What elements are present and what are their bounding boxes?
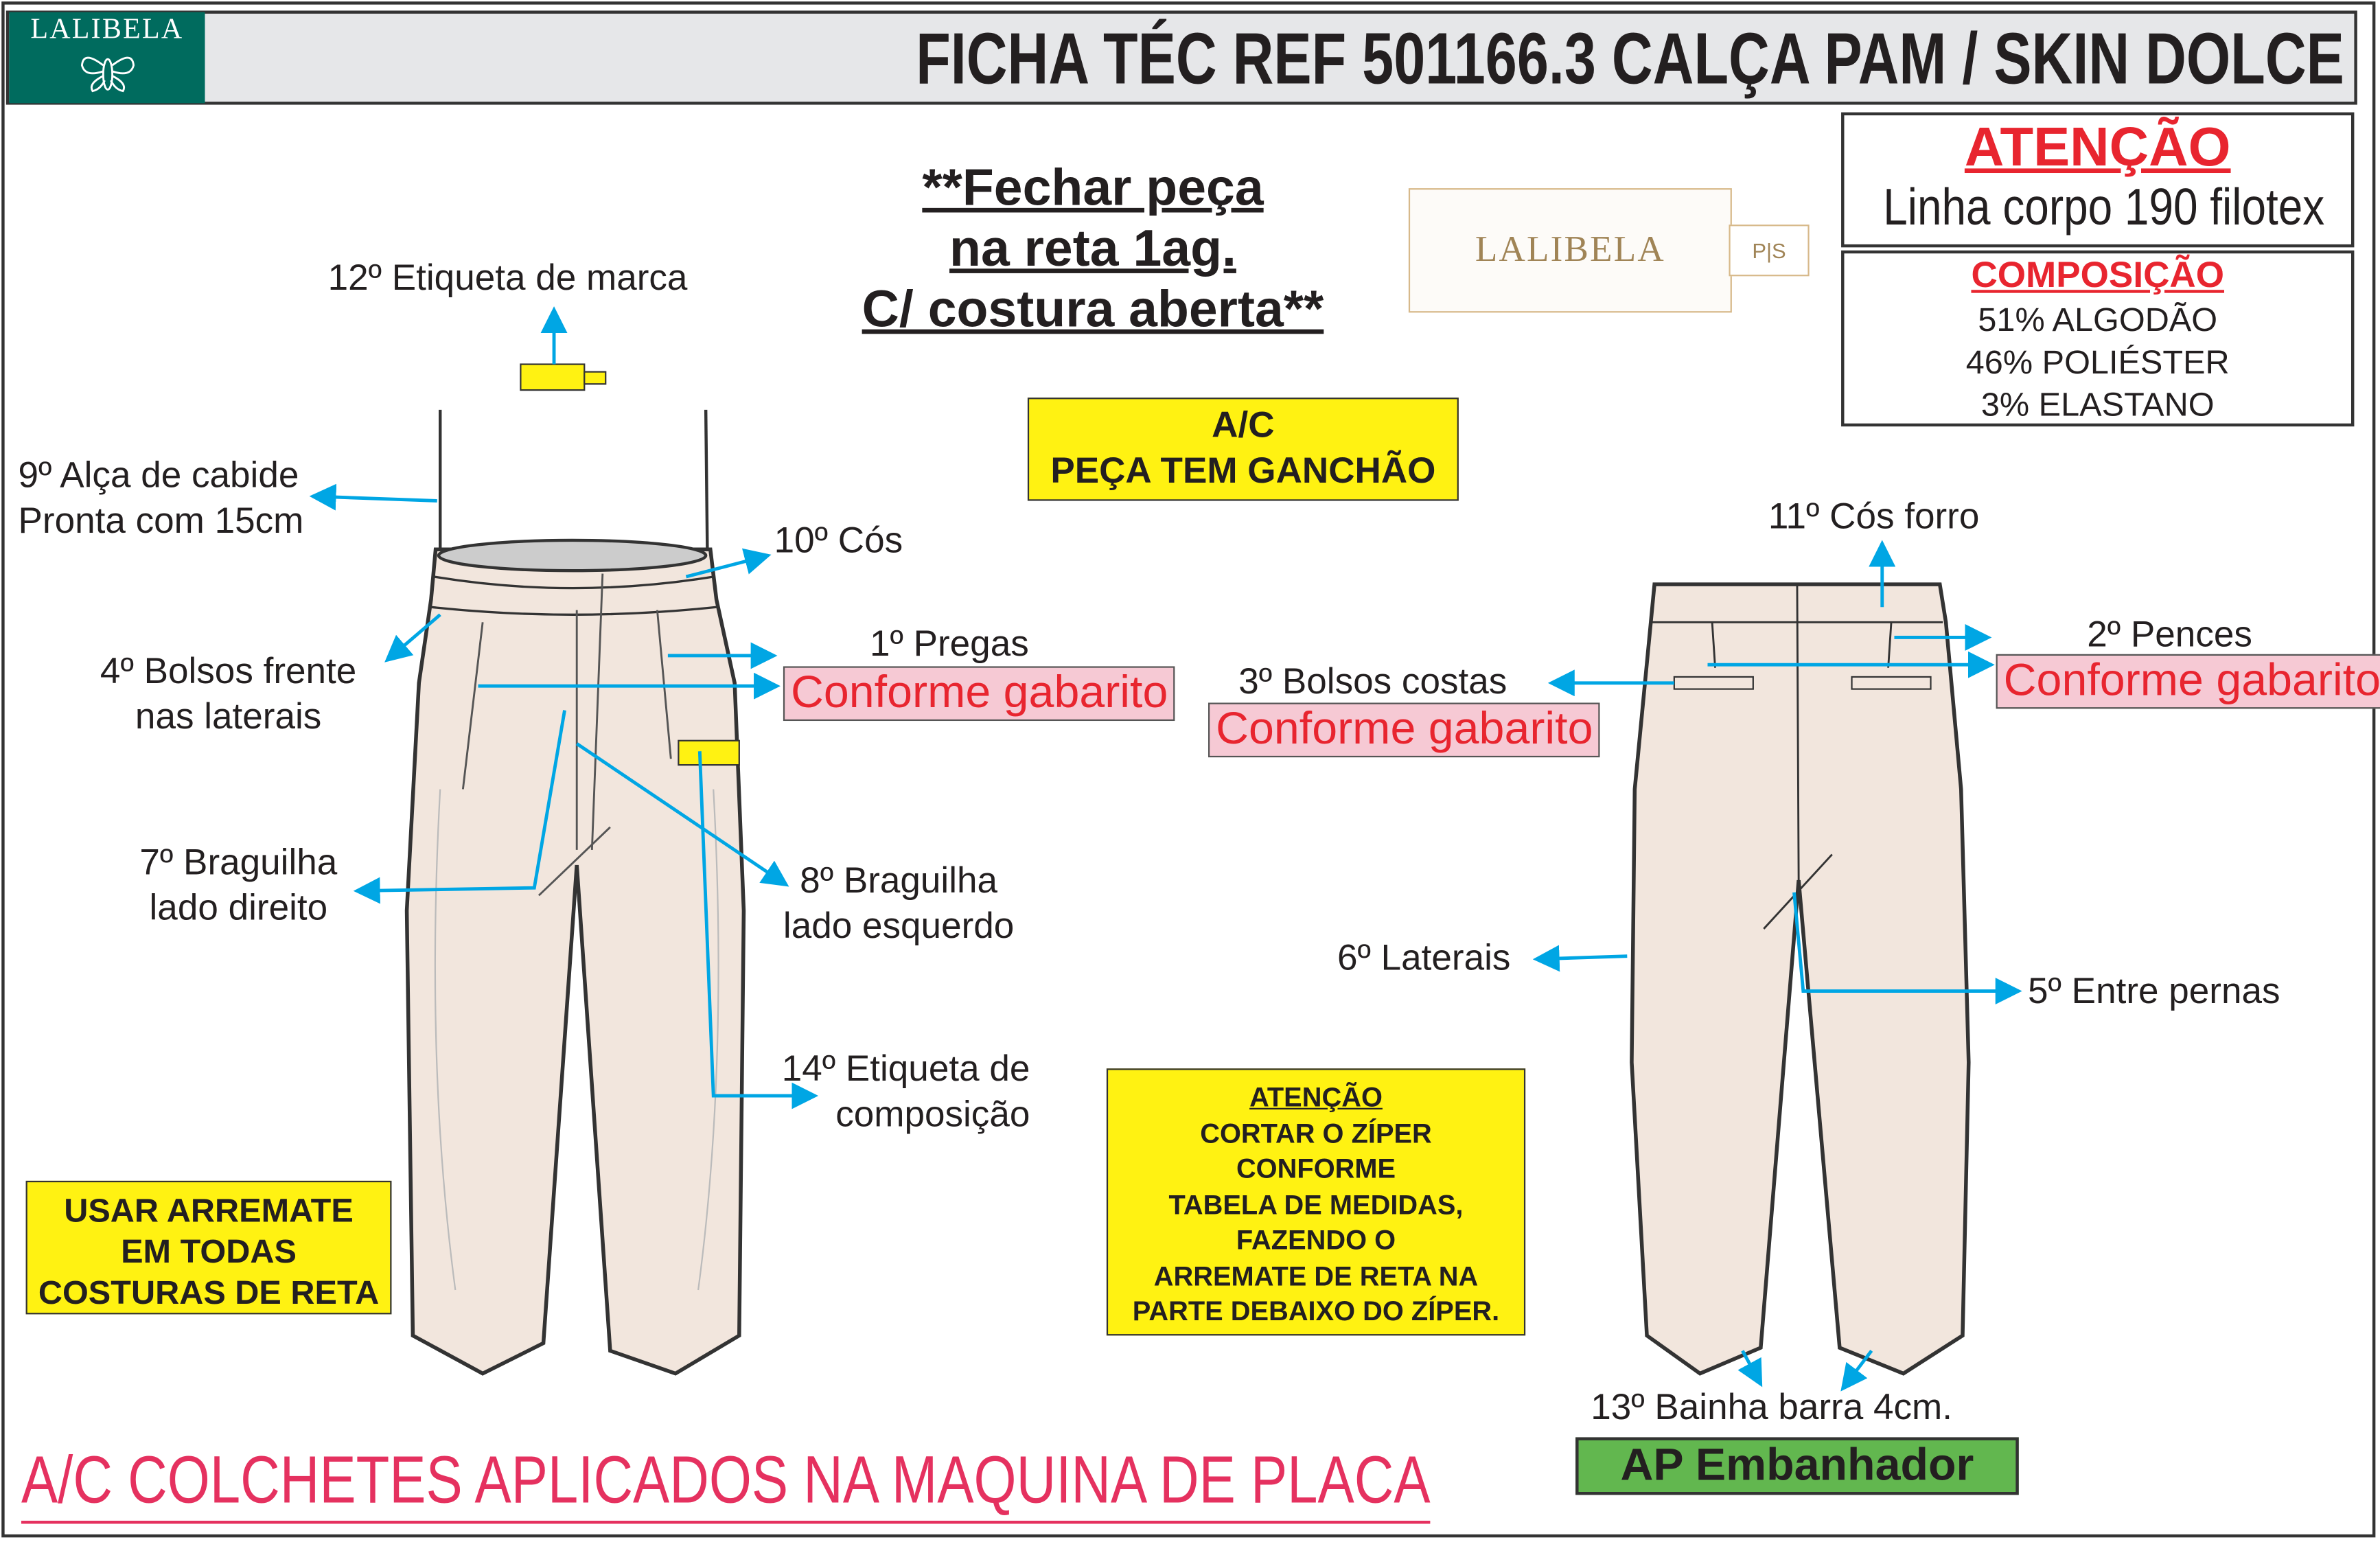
thread-note: Linha corpo 190 filotex	[1883, 179, 2325, 237]
zipper-notice-heading: ATENÇÃO	[1249, 1082, 1383, 1113]
attention-heading: ATENÇÃO	[1964, 115, 2231, 178]
footer-note: A/C COLCHETES APLICADOS NA MAQUINA DE PL…	[21, 1442, 1431, 1524]
label-waistband-lining: 11º Cós forro	[1768, 496, 1980, 538]
attention-box: ATENÇÃO Linha corpo 190 filotex	[1841, 112, 2355, 248]
pleats-template-note: Conforme gabarito	[783, 666, 1176, 722]
label-darts: 2º Pences	[2087, 614, 2252, 656]
callout-arrows	[309, 306, 2022, 1392]
brand-logo: LALIBELA	[9, 12, 205, 104]
bee-icon	[80, 56, 134, 93]
composition-box: COMPOSIÇÃO 51% ALGODÃO 46% POLIÉSTER 3% …	[1841, 250, 2355, 427]
label-back-pockets: 3º Bolsos costas	[1238, 661, 1507, 703]
label-waistband: 10º Cós	[774, 520, 903, 562]
logo-text: LALIBELA	[30, 13, 184, 46]
header-bar	[5, 10, 2357, 105]
composition-heading: COMPOSIÇÃO	[1971, 255, 2225, 297]
back-pockets-template-note: Conforme gabarito	[1208, 702, 1601, 758]
notice-line: PEÇA TEM GANCHÃO	[1050, 450, 1436, 492]
label-side-seams: 6º Laterais	[1337, 938, 1511, 979]
notice-line: A/C	[1212, 405, 1275, 446]
sheet-title: FICHA TÉC REF 501166.3 CALÇA PAM / SKIN …	[915, 19, 2344, 100]
front-pants-drawing	[404, 363, 746, 1376]
label-brand-tag: 12º Etiqueta de marca	[327, 257, 688, 299]
darts-template-note: Conforme gabarito	[1996, 654, 2380, 709]
back-pants-drawing	[1630, 582, 1971, 1376]
composition-item: 46% POLIÉSTER	[1965, 343, 2230, 381]
closing-instruction: **Fechar peça na reta 1ag. C/ costura ab…	[820, 158, 1366, 340]
composition-item: 51% ALGODÃO	[1978, 300, 2218, 338]
size-tag: P|S	[1729, 225, 1810, 277]
label-hem: 13º Bainha barra 4cm.	[1591, 1387, 1952, 1429]
hem-machine-badge: AP Embanhador	[1575, 1437, 2019, 1495]
instruction-line: C/ costura aberta**	[862, 280, 1324, 338]
instruction-line: na reta 1ag.	[949, 220, 1236, 278]
brand-label-image: LALIBELA	[1408, 188, 1732, 313]
label-inseam: 5º Entre pernas	[2028, 971, 2280, 1013]
label-pleats: 1º Pregas	[869, 623, 1029, 665]
instruction-line: **Fechar peça	[922, 159, 1264, 218]
hook-notice: A/C PEÇA TEM GANCHÃO	[1027, 398, 1459, 501]
composition-item: 3% ELASTANO	[1980, 385, 2215, 424]
